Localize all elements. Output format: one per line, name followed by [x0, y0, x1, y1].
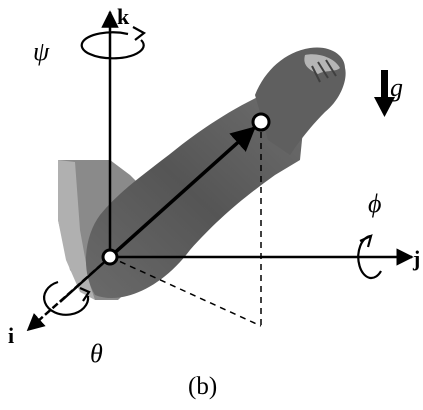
theta-rotation-icon [43, 280, 91, 316]
elbow-shadow [58, 160, 95, 300]
phi-label: ϕ [368, 189, 381, 218]
elbow-joint [101, 248, 119, 266]
figure-caption: (b) [188, 373, 217, 400]
fist-finger-lines [311, 59, 337, 83]
horizontal-projection-line [109, 256, 262, 327]
psi-rotation-icon [80, 26, 147, 60]
i-axis-label: i [8, 323, 14, 348]
j-axis-label: j [412, 246, 420, 271]
k-axis-label: k [117, 4, 130, 29]
projection-lines [109, 132, 262, 327]
theta-label: θ [90, 339, 103, 368]
gravity-label: g [390, 73, 403, 102]
forearm-vector [108, 126, 256, 259]
psi-label: ψ [33, 37, 50, 66]
wrist-joint [251, 112, 271, 132]
gravity-arrow [374, 70, 395, 117]
phi-rotation-icon [357, 234, 382, 280]
i-axis-solid [59, 256, 111, 303]
fist-shape [255, 47, 346, 156]
